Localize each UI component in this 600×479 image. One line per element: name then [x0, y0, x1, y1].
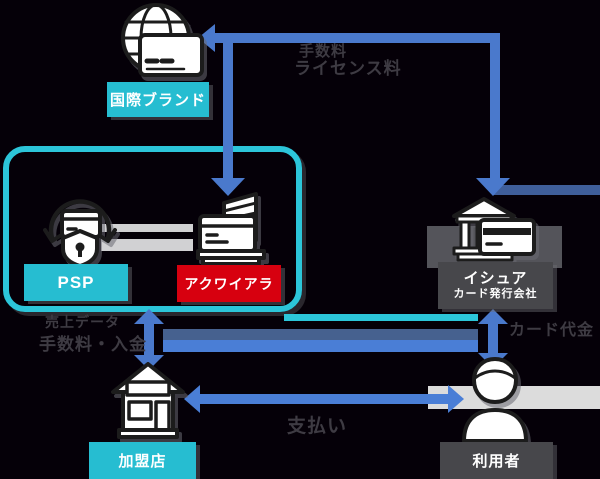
issuer-vertical-line: [490, 33, 500, 180]
user-label-text: 利用者: [472, 453, 521, 470]
top-horizontal-line: [212, 33, 500, 43]
issuer-user-arrow-shaft: [488, 321, 498, 355]
merchant-label-text: 加盟店: [118, 453, 167, 470]
arrowhead-left-to-merchant: [184, 385, 200, 413]
brand-fee-label-line1: 手数料: [299, 43, 348, 60]
card-payment-label: カード代金: [509, 322, 595, 339]
building-card-icon: [196, 190, 268, 268]
psp-acquirer-link-band-bottom: [101, 239, 193, 251]
acquirer-issuer-teal-line: [284, 314, 478, 321]
right-edge-line: [494, 185, 600, 195]
merchant-flow-label-line1: 売上データ: [45, 314, 120, 330]
settlement-bar-bright: [163, 340, 478, 352]
arrowhead-up-to-issuer: [478, 309, 508, 324]
settlement-bar-dark: [163, 329, 478, 340]
person-icon: [458, 354, 532, 442]
issuer-label: イシュア カード発行会社: [438, 262, 553, 309]
brand-label-text: 国際ブランド: [109, 92, 206, 109]
merchant-psp-arrow-shaft: [144, 321, 154, 358]
issuer-sublabel-text: カード発行会社: [453, 287, 538, 300]
psp-label-text: PSP: [57, 272, 95, 292]
brand-label: 国際ブランド: [107, 82, 209, 117]
acquirer-label-text: アクワイアラ: [184, 275, 274, 292]
merchant-user-arrow-shaft: [198, 394, 450, 404]
bank-card-icon: [450, 196, 538, 266]
arrowhead-up-to-psp-box: [134, 309, 164, 324]
issuer-label-text: イシュア: [463, 269, 528, 287]
arrowhead-down-to-issuer: [476, 178, 510, 196]
storefront-icon: [111, 362, 185, 442]
acquirer-label: アクワイアラ: [177, 265, 281, 302]
acquirer-branch-line: [223, 43, 233, 180]
arrowhead-down-to-acquirer: [211, 178, 245, 196]
arrowhead-right-to-user: [448, 385, 464, 413]
psp-acquirer-link-band-top: [101, 224, 193, 232]
globe-card-icon: [116, 1, 204, 81]
user-back-band: [428, 386, 600, 409]
purchase-payment-label: 支払い: [287, 416, 348, 437]
recycle-card-shield-icon: [42, 184, 118, 268]
psp-label: PSP: [24, 264, 128, 301]
merchant-label: 加盟店: [89, 442, 196, 479]
brand-fee-label-line2: ライセンス料: [294, 59, 402, 78]
merchant-flow-label-line2: 手数料・入金: [39, 335, 147, 354]
user-label: 利用者: [440, 442, 553, 479]
